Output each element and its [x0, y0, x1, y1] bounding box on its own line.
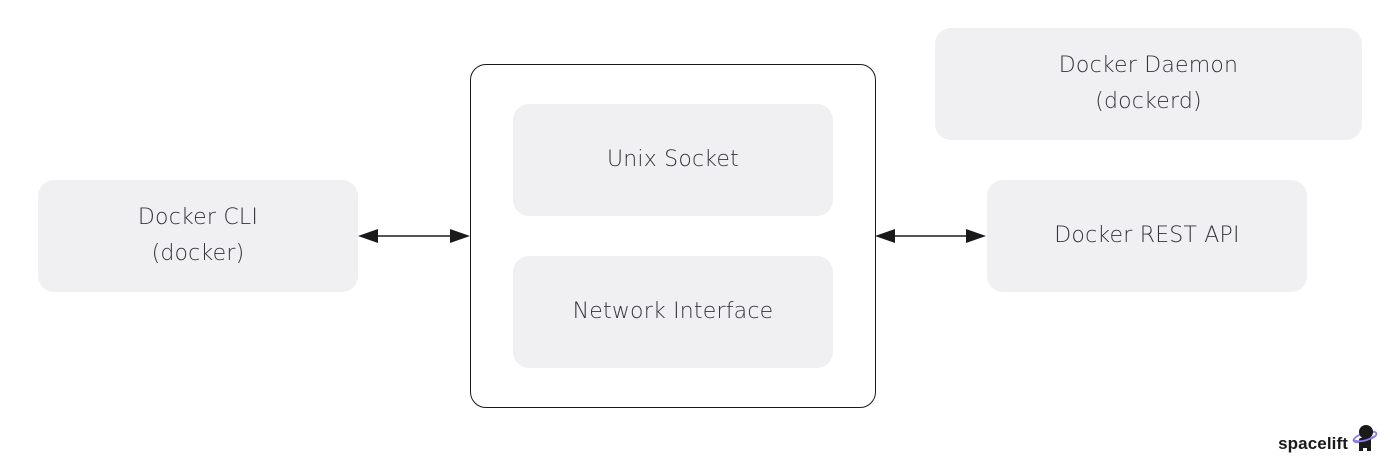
spacelift-logo: spacelift	[1278, 422, 1378, 452]
network-interface-label: Network Interface	[572, 299, 774, 324]
docker-daemon-node: Docker Daemon (dockerd)	[935, 28, 1362, 140]
docker-daemon-title: Docker Daemon	[1058, 53, 1239, 78]
arrow-cli-to-container	[358, 229, 470, 243]
docker-cli-subtitle: (docker)	[151, 241, 245, 266]
network-interface-node: Network Interface	[513, 256, 833, 368]
unix-socket-node: Unix Socket	[513, 104, 833, 216]
docker-cli-title: Docker CLI	[137, 205, 259, 230]
docker-daemon-subtitle: (dockerd)	[1095, 89, 1202, 114]
arrow-container-to-rest-api	[875, 229, 986, 243]
astronaut-planet-icon	[1352, 425, 1378, 451]
docker-rest-api-label: Docker REST API	[1054, 223, 1240, 248]
docker-cli-node: Docker CLI (docker)	[38, 180, 358, 292]
docker-rest-api-node: Docker REST API	[987, 180, 1307, 292]
brand-name: spacelift	[1278, 434, 1348, 453]
unix-socket-label: Unix Socket	[606, 147, 739, 172]
